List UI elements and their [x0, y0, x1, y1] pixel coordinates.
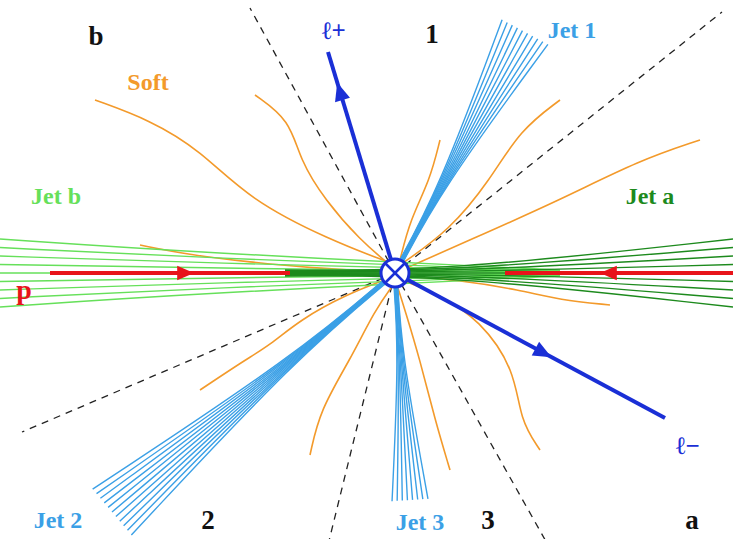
jet-label: Jet b — [31, 184, 81, 208]
region-label: 2 — [201, 507, 215, 534]
jet-track — [397, 44, 548, 274]
jets — [0, 20, 733, 535]
soft-curve — [402, 280, 540, 450]
jet-track — [285, 248, 733, 271]
lepton-track — [328, 52, 395, 273]
jet-label: Jet 3 — [396, 510, 445, 534]
region-boundary — [250, 8, 395, 273]
jet-track — [396, 42, 542, 274]
jet-track — [285, 275, 733, 298]
region-boundary — [395, 12, 722, 273]
soft-curve — [95, 100, 388, 262]
jet-3 — [392, 273, 428, 501]
leptons — [328, 52, 665, 418]
jet-track — [285, 256, 733, 272]
jet-label: Jet a — [626, 184, 675, 208]
jet-track — [124, 274, 396, 526]
hard-vertex — [381, 259, 409, 287]
jet-track — [396, 273, 418, 500]
region-label: 3 — [481, 507, 495, 534]
region-label: 1 — [425, 21, 439, 48]
vertex-circle — [381, 259, 409, 287]
region-boundary — [328, 273, 395, 539]
arrowhead — [335, 83, 350, 103]
jet-track — [131, 275, 396, 535]
region-boundary — [22, 273, 395, 432]
jet-1 — [393, 20, 548, 274]
jet-track — [120, 274, 396, 522]
jet-track — [116, 273, 395, 516]
jet-track — [394, 22, 508, 272]
jet-track — [395, 31, 523, 273]
lepton-track — [395, 273, 665, 418]
soft-curve — [402, 140, 700, 270]
jet-track — [285, 265, 733, 273]
soft-curve — [255, 95, 390, 265]
jet-label: Jet 2 — [34, 508, 83, 532]
arrowhead — [177, 266, 194, 280]
jet-track — [393, 20, 502, 272]
arrowhead — [600, 266, 617, 280]
proton-beam — [50, 271, 290, 275]
jet-2 — [93, 271, 397, 534]
arrowhead — [532, 342, 552, 357]
lepton-label: ℓ− — [676, 433, 700, 458]
jet-track — [93, 271, 394, 489]
vertex-cross — [385, 263, 405, 283]
jet-track — [285, 239, 733, 270]
jet-track — [97, 272, 394, 494]
jet-track — [285, 274, 733, 290]
jet-label: Jet 1 — [548, 18, 597, 42]
proton-label: p — [16, 276, 32, 304]
jet-track — [127, 274, 396, 530]
soft-curve — [200, 278, 390, 390]
proton-beam — [505, 271, 733, 275]
soft-label: Soft — [127, 70, 168, 94]
jet-a — [285, 239, 733, 307]
vertex-cross — [385, 263, 405, 283]
region-label: b — [88, 23, 103, 50]
soft-radiation — [95, 95, 700, 470]
jet-track — [394, 25, 512, 272]
jet-track — [394, 28, 517, 273]
lepton-label: ℓ+ — [322, 18, 346, 43]
jet-track — [392, 273, 397, 501]
region-label: a — [685, 507, 699, 534]
jet-track — [285, 276, 733, 307]
